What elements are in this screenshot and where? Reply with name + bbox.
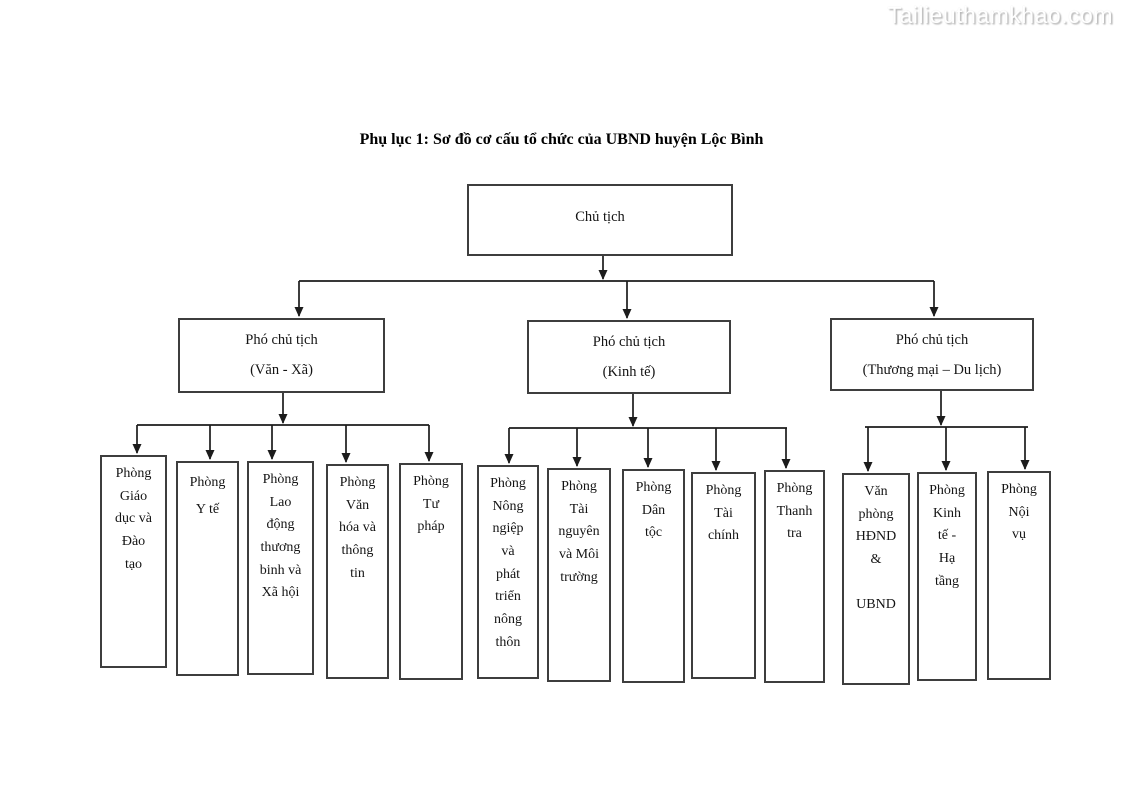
org-box-dept-noi-vu: Phòng Nội vụ: [987, 471, 1051, 680]
org-box-dept-tai-nguyen-moi-truong: Phòng Tài nguyên và Môi trường: [547, 468, 611, 682]
org-box-dept-kinh-te-ha-tang: Phòng Kinh tế - Hạ tầng: [917, 472, 977, 681]
deputy-title: Phó chủ tịch: [245, 332, 318, 348]
org-box-dept-dan-toc: Phòng Dân tộc: [622, 469, 685, 683]
org-box-dept-giao-duc-dao-tao: Phòng Giáo dục và Đào tạo: [100, 455, 167, 668]
deputy-subtitle: (Văn - Xã): [250, 362, 313, 378]
org-box-dept-nong-nghiep-phat-trien-nong-thon: Phòng Nông ngiệp và phát triển nông thôn: [477, 465, 539, 679]
deputy-title: Phó chủ tịch: [895, 332, 969, 348]
org-box-deputy-van-xa: Phó chủ tịch (Văn - Xã): [178, 318, 385, 393]
org-box-chairman: Chủ tịch: [467, 184, 733, 256]
org-box-dept-y-te: Phòng Y tế: [176, 461, 239, 676]
watermark-text: Tailieuthamkhao.com: [887, 2, 1113, 28]
deputy-subtitle: (Thương mại – Du lịch): [862, 362, 1002, 378]
deputy-title: Phó chủ tịch: [592, 334, 666, 350]
org-box-deputy-thuong-mai-du-lich: Phó chủ tịch (Thương mại – Du lịch): [830, 318, 1034, 391]
org-box-dept-van-hoa-thong-tin: Phòng Văn hóa và thông tin: [326, 464, 389, 679]
org-box-deputy-kinh-te: Phó chủ tịch (Kinh tế): [527, 320, 731, 394]
page-title: Phụ lục 1: Sơ đồ cơ cấu tổ chức của UBND…: [359, 131, 764, 148]
org-box-dept-thanh-tra: Phòng Thanh tra: [764, 470, 825, 683]
org-box-dept-tu-phap: Phòng Tư pháp: [399, 463, 463, 680]
org-box-van-phong-hdnd-ubnd: Văn phòng HĐND & UBND: [842, 473, 910, 685]
deputy-subtitle: (Kinh tế): [602, 364, 656, 380]
org-box-dept-lao-dong-thuong-binh-xa-hoi: Phòng Lao động thương binh và Xã hội: [247, 461, 314, 675]
org-box-dept-tai-chinh: Phòng Tài chính: [691, 472, 756, 679]
